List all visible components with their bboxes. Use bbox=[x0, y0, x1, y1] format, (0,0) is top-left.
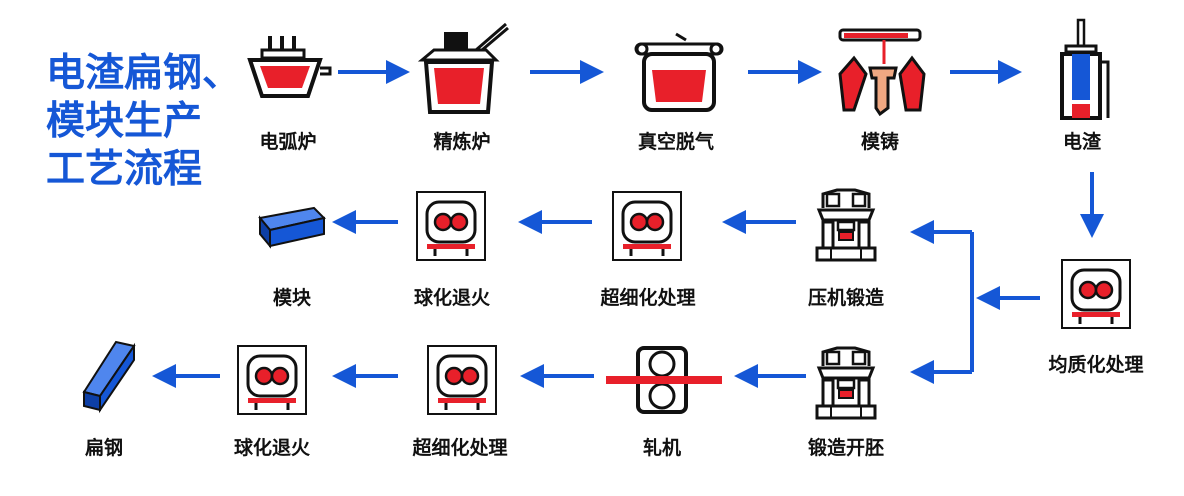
label-module: 模块 bbox=[272, 287, 312, 309]
label-ultrafine-2: 超细化处理 bbox=[412, 437, 508, 459]
label-arc-furnace: 电弧炉 bbox=[259, 131, 317, 153]
label-refining-furnace: 精炼炉 bbox=[433, 131, 491, 153]
title-line-1: 电渣扁钢、 bbox=[46, 51, 242, 96]
label-ultrafine-1: 超细化处理 bbox=[600, 287, 696, 309]
vacuum-degassing-icon bbox=[634, 32, 724, 112]
forging-billet-press-icon bbox=[815, 346, 877, 420]
ultrafine-furnace-icon-2 bbox=[426, 344, 498, 416]
ultrafine-furnace-icon bbox=[611, 190, 683, 262]
label-rolling-mill: 轧机 bbox=[642, 437, 682, 459]
label-forging-billet: 锻造开胚 bbox=[807, 437, 885, 459]
label-flat-steel: 扁钢 bbox=[84, 437, 124, 459]
label-spheroidize-2: 球化退火 bbox=[233, 437, 311, 459]
label-electroslag: 电渣 bbox=[1062, 131, 1102, 153]
homogenizing-furnace-icon bbox=[1060, 258, 1132, 330]
electroslag-icon bbox=[1060, 18, 1110, 120]
spheroidize-furnace-icon bbox=[415, 190, 487, 262]
label-die-casting: 模铸 bbox=[860, 131, 900, 153]
flat-steel-icon bbox=[82, 340, 136, 414]
title-line-3: 工艺流程 bbox=[46, 147, 203, 192]
label-homogenizing: 均质化处理 bbox=[1048, 354, 1144, 376]
arc-furnace-icon bbox=[247, 36, 332, 98]
spheroidize-furnace-icon-2 bbox=[236, 344, 308, 416]
label-spheroidize-1: 球化退火 bbox=[413, 287, 491, 309]
refining-furnace-icon bbox=[417, 22, 509, 114]
press-forging-icon bbox=[815, 188, 877, 262]
title-line-2: 模块生产 bbox=[46, 99, 203, 144]
label-press-forging: 压机锻造 bbox=[807, 287, 885, 309]
branch-connector bbox=[910, 220, 1040, 384]
label-vacuum-degassing: 真空脱气 bbox=[637, 131, 715, 153]
diagram-title: 电渣扁钢、 模块生产 工艺流程 bbox=[46, 50, 256, 194]
die-casting-icon bbox=[838, 28, 926, 117]
rolling-mill-icon bbox=[606, 346, 722, 414]
module-block-icon bbox=[258, 206, 326, 249]
